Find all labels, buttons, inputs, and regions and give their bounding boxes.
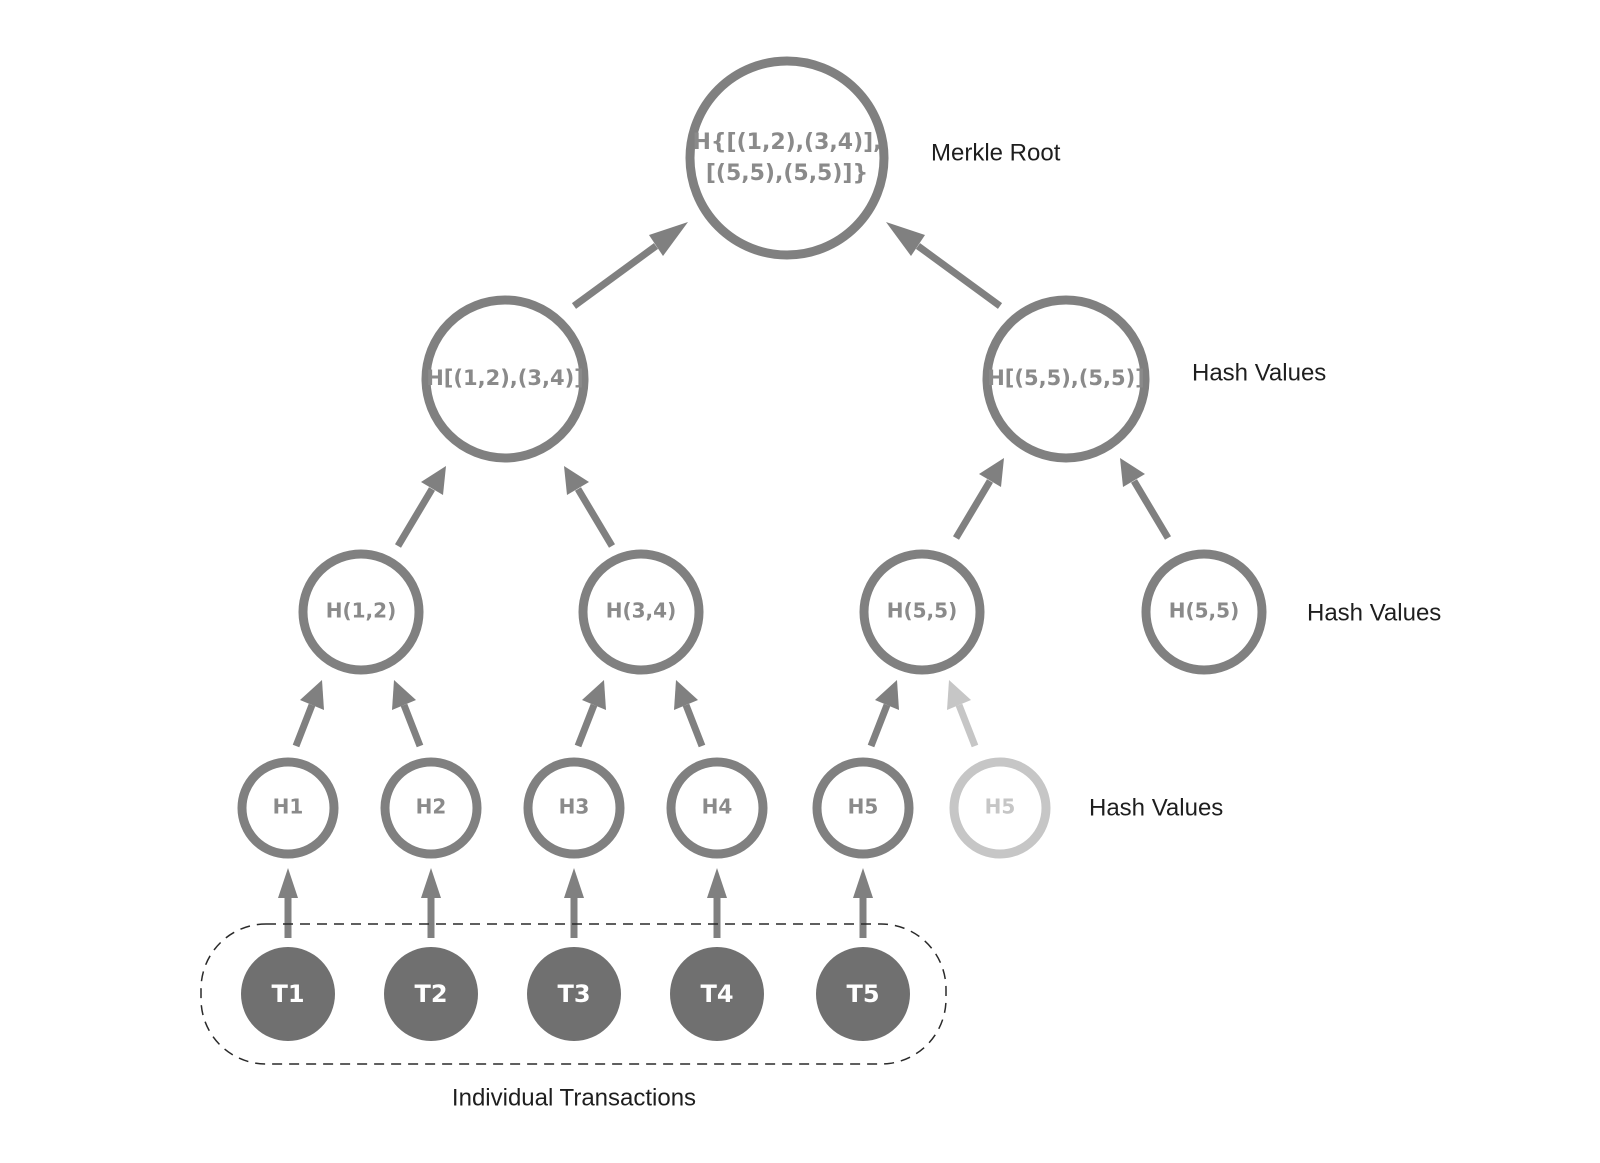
transaction-t2: T2 [384, 947, 478, 1041]
node-h1234-label: H[(1,2),(3,4)] [426, 366, 584, 390]
merkle-root-node: H{[(1,2),(3,4)], [(5,5),(5,5)]} [685, 56, 889, 260]
node-hash3: H3 [523, 757, 625, 859]
node-h34-label: H(3,4) [606, 599, 676, 623]
transaction-t2-label: T2 [414, 980, 447, 1008]
transaction-t3-label: T3 [557, 980, 590, 1008]
transaction-t1-label: T1 [271, 980, 304, 1008]
arrow-h1234-to-root [571, 222, 688, 309]
node-hash3-label: H3 [559, 795, 590, 819]
node-hash2: H2 [380, 757, 482, 859]
arrow-t4-to-hash4 [707, 868, 727, 938]
transaction-t4-label: T4 [700, 980, 733, 1008]
node-h55b-label: H(5,5) [1169, 599, 1239, 623]
individual-transactions-label: Individual Transactions [452, 1084, 696, 1111]
arrow-hash4-to-h34 [674, 680, 706, 748]
transaction-t1: T1 [241, 947, 335, 1041]
node-hash1: H1 [237, 757, 339, 859]
merkle-root-line2: [(5,5),(5,5)]} [706, 161, 868, 186]
arrows [278, 222, 1172, 938]
arrow-hash1-to-h12 [292, 680, 324, 748]
hash-values-label-level4: Hash Values [1089, 794, 1223, 821]
node-h55b: H(5,5) [1141, 549, 1267, 675]
arrow-hash2-to-h12 [392, 680, 424, 748]
arrow-h5555-to-root [886, 222, 1003, 309]
arrow-h55b-to-h5555 [1120, 458, 1172, 540]
arrow-hash5dup-to-h55a [947, 680, 979, 748]
arrow-t3-to-hash3 [564, 868, 584, 938]
node-hash2-label: H2 [416, 795, 447, 819]
transaction-t4: T4 [670, 947, 764, 1041]
node-hash5-label: H5 [848, 795, 879, 819]
arrow-t1-to-hash1 [278, 868, 298, 938]
arrow-hash3-to-h34 [574, 680, 606, 748]
node-h12: H(1,2) [298, 549, 424, 675]
arrow-hash5-to-h55a [867, 680, 899, 748]
transaction-t3: T3 [527, 947, 621, 1041]
transactions-group-box [200, 923, 947, 1065]
node-h55a: H(5,5) [859, 549, 985, 675]
arrow-h12-to-h1234 [394, 466, 446, 548]
node-hash4: H4 [666, 757, 768, 859]
node-h12-label: H(1,2) [326, 599, 396, 623]
hash-values-label-level3: Hash Values [1307, 599, 1441, 626]
node-hash5: H5 [812, 757, 914, 859]
node-hash5-duplicate: H5 [949, 757, 1051, 859]
node-hash1-label: H1 [273, 795, 304, 819]
arrow-t2-to-hash2 [421, 868, 441, 938]
node-hash4-label: H4 [702, 795, 733, 819]
merkle-root-label: Merkle Root [931, 139, 1061, 166]
arrow-h34-to-h1234 [564, 466, 616, 548]
node-h34: H(3,4) [578, 549, 704, 675]
node-h5555: H[(5,5),(5,5)] [982, 295, 1150, 463]
node-h5555-label: H[(5,5),(5,5)] [987, 366, 1145, 390]
merkle-root-line1: H{[(1,2),(3,4)], [692, 130, 881, 155]
node-h55a-label: H(5,5) [887, 599, 957, 623]
node-hash5-duplicate-label: H5 [985, 795, 1016, 819]
node-h1234: H[(1,2),(3,4)] [421, 295, 589, 463]
transaction-t5: T5 [816, 947, 910, 1041]
hash-values-label-level2: Hash Values [1192, 359, 1326, 386]
arrow-t5-to-hash5 [853, 868, 873, 938]
transaction-t5-label: T5 [846, 980, 879, 1008]
arrow-h55a-to-h5555 [952, 458, 1004, 540]
